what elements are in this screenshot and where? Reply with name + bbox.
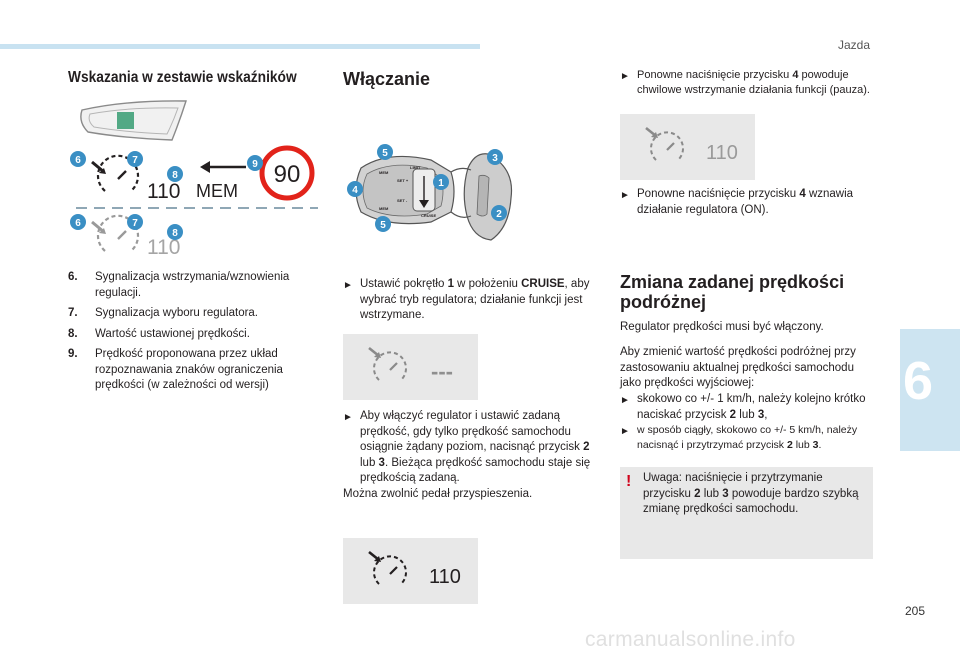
arrow-left-icon [200, 161, 246, 173]
cruise-active-icon [368, 550, 407, 585]
section-title-change-speed: Zmiana zadanej prędkości podróżnej [620, 272, 845, 312]
step-increment-5: ► w sposób ciągły, skokowo co +/- 5 km/h… [620, 424, 858, 451]
sign-speed-value: 90 [274, 161, 301, 188]
section-title-indicators: Wskazania w zestawie wskaźników [68, 69, 297, 86]
callout-7: 7 [132, 155, 138, 166]
callout-5-top: 5 [382, 148, 388, 159]
display-active: 110 [343, 538, 478, 604]
arrow-bullet-icon: ► [620, 426, 630, 437]
lever-label-cruise: CRUISE [421, 213, 436, 218]
list-item: 9. Prędkość proponowana przez układ rozp… [68, 348, 283, 391]
arrow-bullet-icon: ► [620, 71, 630, 82]
step-select-cruise: ► Ustawić pokrętło 1 w położeniu CRUISE,… [343, 277, 600, 324]
step-increment-1: ► skokowo co +/- 1 km/h, należy kolejno … [620, 392, 875, 423]
callout-3: 3 [492, 153, 498, 164]
step-resume: ► Ponowne naciśnięcie przycisku 4 wznawi… [620, 187, 875, 218]
step-pause: ► Ponowne naciśnięcie przycisku 4 powodu… [620, 69, 870, 96]
callout-7-lower: 7 [132, 218, 138, 229]
callout-8-lower: 8 [172, 228, 178, 239]
section-name: Jazda [838, 38, 871, 52]
callout-6-lower: 6 [75, 218, 81, 229]
callout-8: 8 [172, 170, 178, 181]
callout-6: 6 [75, 155, 81, 166]
cruise-active-icon [91, 154, 140, 192]
footer-watermark: carmanualsonline.info [585, 628, 796, 651]
cruise-paused-icon [645, 126, 684, 161]
chapter-number: 6 [903, 351, 934, 411]
speed-sign-icon: 90 [259, 145, 315, 201]
set-speed-active: 110 [147, 180, 180, 203]
arrow-bullet-icon: ► [620, 190, 630, 201]
lever-label-limit: LIMIT [410, 165, 421, 170]
mem-label: MEM [196, 181, 238, 201]
step-activate: ► Aby włączyć regulator i ustawić zadaną… [343, 409, 600, 487]
lever-label-set-minus: SET - [397, 198, 408, 203]
cruise-inactive-icon [91, 214, 140, 252]
display-pause-value: 110 [706, 142, 738, 164]
display-active-value: 110 [429, 566, 461, 588]
section-title-activation: Włączanie [343, 69, 431, 89]
arrow-bullet-icon: ► [343, 412, 353, 423]
warning-icon: ! [626, 473, 632, 490]
callout-1: 1 [438, 178, 444, 189]
callout-9: 9 [252, 159, 258, 170]
cluster-display-highlight [117, 112, 134, 129]
paragraph-change-intro: Aby zmienić wartość prędkości podróżnej … [620, 346, 856, 389]
list-item: 6. Sygnalizacja wstrzymania/wznowienia r… [68, 271, 290, 299]
note-accelerator: Można zwolnić pedał przyspieszenia. [343, 488, 533, 500]
legend-list: 6. Sygnalizacja wstrzymania/wznowienia r… [68, 270, 328, 399]
page-number: 205 [905, 604, 926, 618]
cruise-paused-icon [368, 346, 407, 381]
list-item: 8. Wartość ustawionej prędkości. [68, 327, 250, 340]
lever-label-mem-bottom: MEM [379, 206, 389, 211]
callout-5-bottom: 5 [380, 220, 386, 231]
instrument-cluster-diagram: 110 MEM 90 110 6 7 8 9 6 7 8 [70, 100, 318, 256]
display-pause-state: 110 [620, 114, 755, 180]
chapter-tab [900, 329, 960, 451]
arrow-bullet-icon: ► [620, 395, 630, 406]
lever-label-set-plus: SET + [397, 178, 409, 183]
lever-label-mem-top: MEM [379, 170, 389, 175]
callout-2: 2 [496, 209, 502, 220]
instrument-cluster-icon [80, 100, 187, 141]
steering-lever-diagram: MEM LIMIT SET + SET - CRUISE MEM 5 3 1 4… [347, 144, 513, 241]
warning-text: Uwaga: naciśnięcie i przytrzymanie przyc… [643, 472, 859, 515]
set-speed-inactive: 110 [147, 236, 180, 256]
warning-box [620, 467, 873, 559]
paragraph-regulator-on: Regulator prędkości musi być włączony. [620, 321, 824, 333]
arrow-bullet-icon: ► [343, 280, 353, 291]
display-paused: --- [343, 334, 478, 400]
callout-4: 4 [352, 185, 358, 196]
header-accent-bar [0, 44, 480, 49]
display-paused-value: --- [431, 359, 453, 384]
list-item: 7. Sygnalizacja wyboru regulatora. [68, 307, 259, 319]
